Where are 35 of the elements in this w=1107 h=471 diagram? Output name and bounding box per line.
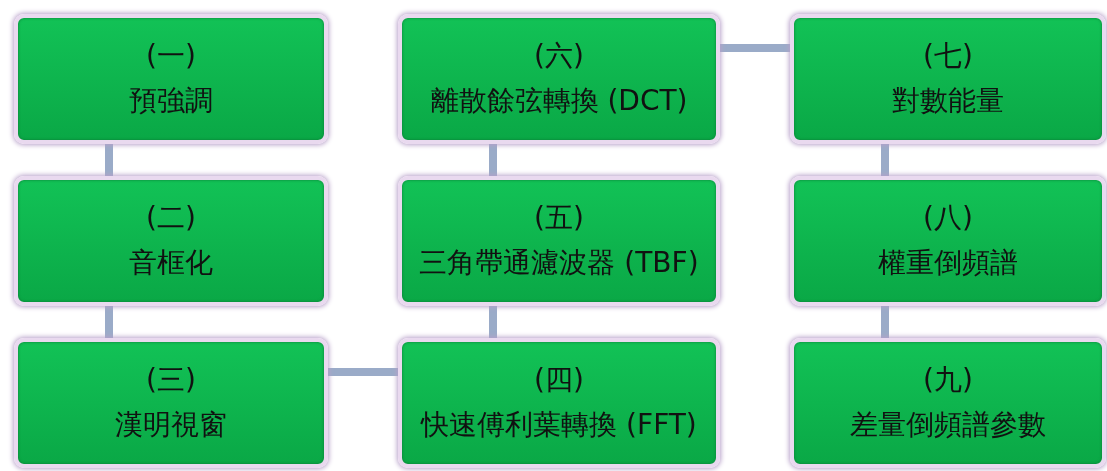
- step-label: 漢明視窗: [115, 410, 227, 441]
- step-number: (四): [534, 365, 584, 396]
- process-box: [14, 338, 328, 468]
- process-box: [398, 14, 720, 144]
- connector-bar: [881, 306, 889, 338]
- step-number: (七): [923, 41, 973, 72]
- connector-bar: [105, 306, 113, 338]
- step-label: 離散餘弦轉換 (DCT): [430, 86, 688, 117]
- connector-bar: [489, 306, 497, 338]
- step-number: (一): [146, 41, 196, 72]
- step-label: 差量倒頻譜參數: [850, 410, 1046, 441]
- step-label: 三角帶通濾波器 (TBF): [419, 248, 699, 279]
- step-number: (二): [146, 203, 196, 234]
- step-number: (五): [534, 203, 584, 234]
- process-box: [790, 14, 1106, 144]
- process-box: [398, 176, 720, 306]
- process-box: [14, 14, 328, 144]
- step-label: 權重倒頻譜: [878, 248, 1018, 279]
- step-number: (八): [923, 203, 973, 234]
- step-number: (九): [923, 365, 973, 396]
- step-number: (三): [146, 365, 196, 396]
- process-box: [790, 338, 1106, 468]
- process-box: [790, 176, 1106, 306]
- process-box: [14, 176, 328, 306]
- step-label: 音框化: [129, 248, 213, 279]
- step-label: 對數能量: [892, 86, 1004, 117]
- step-number: (六): [534, 41, 584, 72]
- connector-bar: [328, 368, 398, 376]
- process-box: [398, 338, 720, 468]
- connector-bar: [720, 44, 790, 52]
- step-label: 快速傅利葉轉換 (FFT): [421, 410, 697, 441]
- connector-bar: [881, 144, 889, 176]
- step-label: 預強調: [129, 86, 213, 117]
- connector-bar: [489, 144, 497, 176]
- connector-bar: [105, 144, 113, 176]
